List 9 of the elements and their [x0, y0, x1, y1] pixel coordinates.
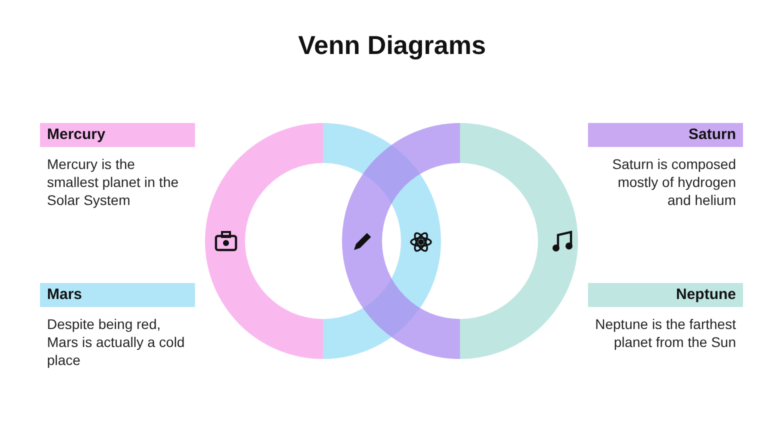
description-text: Neptune is the farthest planet from the Sun: [594, 315, 737, 351]
description-text: Despite being red, Mars is actually a cold place: [46, 315, 186, 369]
heading-bar: Mercury: [40, 123, 195, 147]
heading-bar: Saturn: [588, 123, 743, 147]
heading-bar: Mars: [40, 283, 195, 307]
heading-bar: Neptune: [588, 283, 743, 307]
title: Venn Diagrams: [297, 30, 487, 61]
description-text: Mercury is the smallest planet in the Solar System: [46, 155, 180, 209]
description-text: Saturn is composed mostly of hydrogen and helium: [611, 155, 737, 209]
